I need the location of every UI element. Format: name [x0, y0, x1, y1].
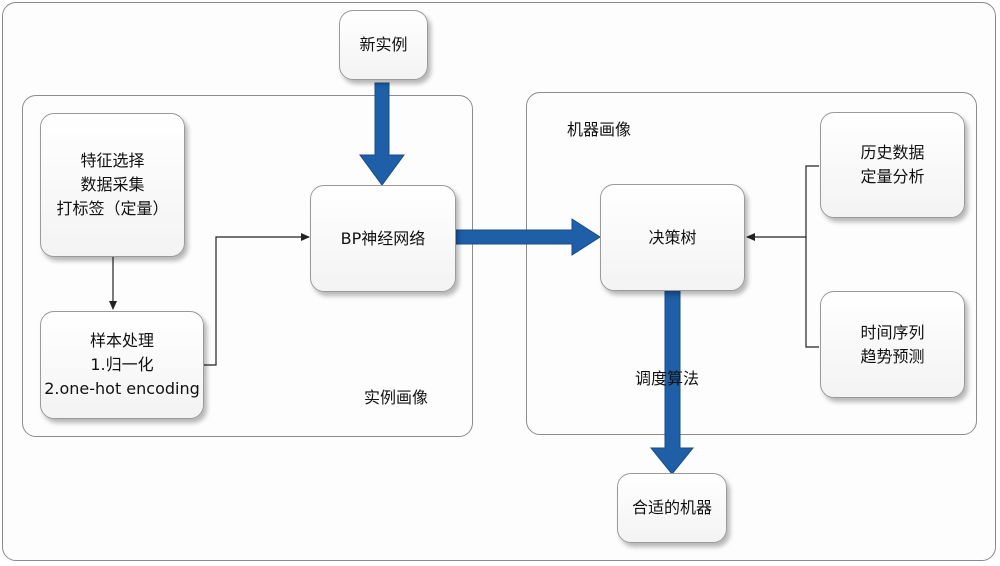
big-arrow-tree-to-machine	[649, 290, 695, 475]
decision-tree-node: 决策树	[600, 184, 745, 291]
bp-network-text: BP神经网络	[340, 228, 426, 248]
machine-profile-group	[526, 92, 977, 435]
decision-tree-text: 决策树	[648, 227, 697, 247]
sample-processing-node: 样本处理 1.归一化 2.one-hot encoding	[40, 311, 204, 419]
sample-line-1: 样本处理	[89, 331, 154, 350]
timeseries-line-2: 趋势预测	[860, 346, 925, 366]
arrow-sample-to-bp	[204, 233, 310, 366]
suitable-machine-node: 合适的机器	[617, 473, 727, 543]
feature-line-2: 数据采集	[80, 175, 145, 194]
connector-history-to-tree	[805, 165, 819, 348]
new-instance-node: 新实例	[339, 10, 428, 80]
feature-selection-node: 特征选择 数据采集 打标签（定量）	[40, 113, 185, 257]
feature-line-3: 打标签（定量）	[56, 199, 169, 218]
instance-profile-label: 实例画像	[364, 388, 429, 407]
instance-profile-group	[22, 95, 473, 437]
history-line-1: 历史数据	[860, 143, 925, 162]
bp-network-node: BP神经网络	[310, 185, 456, 292]
suitable-machine-text: 合适的机器	[631, 498, 712, 517]
sample-line-3: 2.one-hot encoding	[44, 379, 200, 398]
time-series-node: 时间序列 趋势预测	[820, 291, 965, 398]
new-instance-text: 新实例	[359, 35, 408, 54]
big-arrow-new-to-bp	[359, 82, 405, 186]
history-line-2: 定量分析	[860, 167, 925, 186]
history-data-node: 历史数据 定量分析	[820, 112, 965, 218]
big-arrow-bp-to-tree	[455, 218, 601, 256]
timeseries-line-1: 时间序列	[860, 322, 925, 342]
feature-line-1: 特征选择	[80, 151, 145, 170]
scheduling-algorithm-label: 调度算法	[635, 369, 700, 388]
sample-line-2: 1.归一化	[90, 355, 154, 374]
machine-profile-label: 机器画像	[567, 120, 632, 139]
